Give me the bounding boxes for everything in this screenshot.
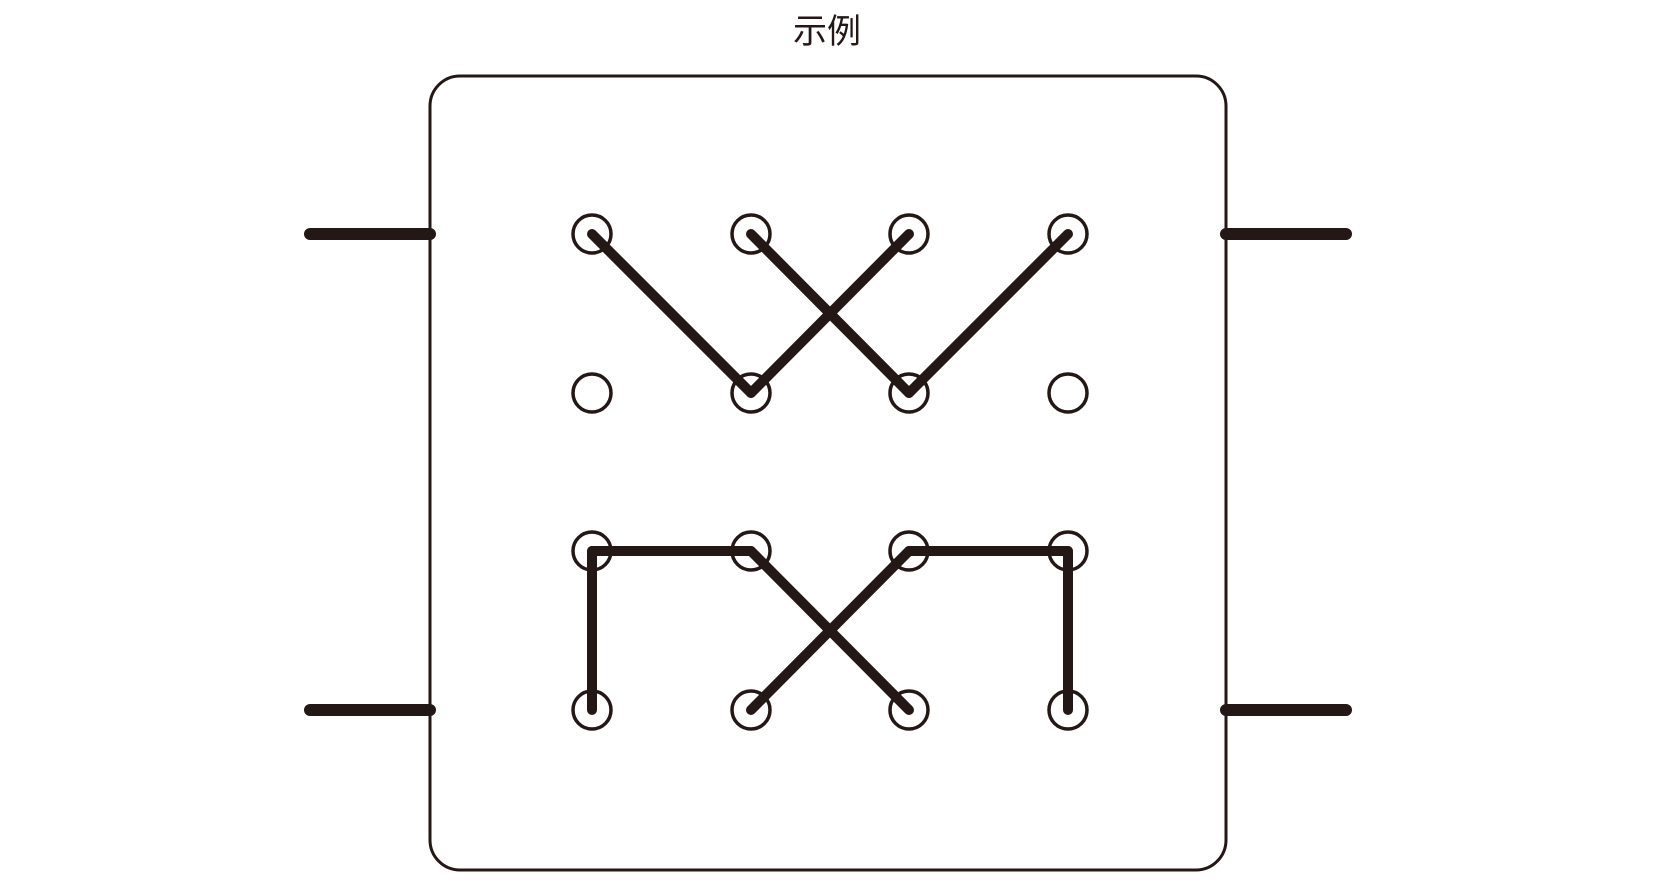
terminal-r1c1 <box>730 372 772 414</box>
enclosure-box <box>428 74 1228 872</box>
terminal-r2c0 <box>571 530 613 572</box>
terminal-r3c3 <box>1047 689 1089 731</box>
terminal-r0c3 <box>1047 213 1089 255</box>
top-wire-r0c1-r1c2 <box>746 229 914 398</box>
terminal-r1c0 <box>571 372 613 414</box>
bottom-wire-r3c1-r2c2 <box>746 546 914 715</box>
terminal-r1c3 <box>1047 372 1089 414</box>
terminal-r0c1 <box>730 213 772 255</box>
terminal-r2c1 <box>730 530 772 572</box>
top-wire-r1c2-r0c3 <box>904 229 1073 398</box>
terminal-r0c0 <box>571 213 613 255</box>
terminal-r3c2 <box>888 689 930 731</box>
terminal-r1c2 <box>888 372 930 414</box>
terminal-r3c0 <box>571 689 613 731</box>
terminal-r3c1 <box>730 689 772 731</box>
terminal-r0c2 <box>888 213 930 255</box>
terminal-r2c2 <box>888 530 930 572</box>
terminal-r2c3 <box>1047 530 1089 572</box>
diagram-title: 示例 <box>793 12 861 52</box>
top-wire-r0c0-r1c1 <box>587 229 756 398</box>
